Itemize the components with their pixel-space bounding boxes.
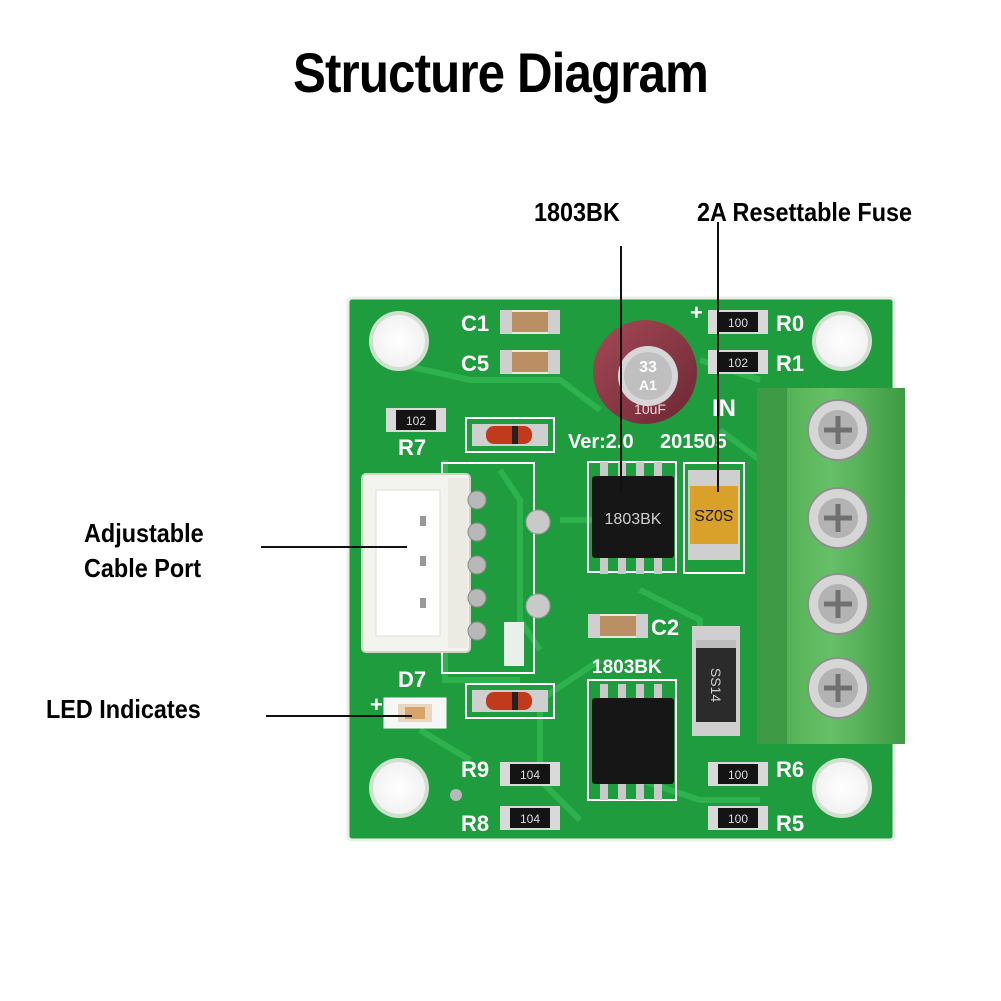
capacitor-c1	[500, 310, 560, 334]
callout-led-line	[266, 715, 412, 717]
ic-top-mark: 1803BK	[605, 511, 662, 528]
glass-diode-bottom	[472, 690, 548, 712]
capacitor-c2	[588, 614, 648, 638]
callout-chip-line	[620, 246, 622, 492]
mounting-holes	[369, 311, 872, 818]
smd-parts: 100 102 102 104 104 100 100	[383, 310, 768, 830]
r8-mark: 104	[520, 812, 540, 826]
page-title: Structure Diagram	[292, 41, 709, 104]
r5-mark: 100	[728, 812, 748, 826]
r6-mark: 100	[728, 768, 748, 782]
cap-mark-top: 33	[639, 359, 657, 376]
silk-version: Ver:2.0	[568, 431, 634, 453]
silk-d7: D7	[398, 667, 426, 692]
silk-r6: R6	[776, 757, 804, 782]
fuse-mark: S02S	[694, 506, 733, 523]
silk-r8: R8	[461, 811, 489, 836]
diode-mark: SS14	[708, 668, 724, 702]
r9-mark: 104	[520, 768, 540, 782]
resistor-r6: 100	[708, 762, 768, 786]
callout-fuse-line	[717, 222, 719, 492]
r1-mark: 102	[728, 356, 748, 370]
ic-bottom	[592, 684, 674, 800]
silk-in: IN	[712, 395, 736, 422]
resettable-fuse: S02S	[688, 470, 740, 560]
callout-fuse-label: 2A Resettable Fuse	[697, 197, 913, 227]
glass-diode-top	[472, 424, 548, 446]
silk-plus-led: +	[370, 692, 383, 717]
schottky-diode-ss14: SS14	[692, 626, 740, 736]
silk-r0: R0	[776, 311, 804, 336]
resistor-r5: 100	[708, 806, 768, 830]
silk-c1: C1	[461, 311, 489, 336]
callout-chip-label: 1803BK	[534, 197, 620, 227]
r7-mark: 102	[406, 414, 426, 428]
electrolytic-capacitor: 33 A1 10uF	[593, 320, 697, 424]
callout-led-label: LED Indicates	[46, 694, 201, 724]
silk-c5: C5	[461, 351, 489, 376]
silk-plus-top: +	[690, 300, 703, 325]
led-d7	[383, 697, 447, 729]
ic-1803bk-top: 1803BK	[592, 462, 674, 574]
silk-c2: C2	[651, 615, 679, 640]
screw-terminal-block	[757, 388, 905, 744]
silk-r5: R5	[776, 811, 804, 836]
callout-cable-port-label-1: Adjustable	[84, 518, 204, 548]
silk-r9: R9	[461, 757, 489, 782]
cable-port-connector	[361, 473, 487, 653]
capacitor-c5	[500, 350, 560, 374]
cap-mark-bottom: 10uF	[634, 401, 666, 417]
callout-cable-port-label-2: Cable Port	[84, 553, 202, 583]
silk-r1: R1	[776, 351, 804, 376]
silk-date: 201505	[660, 431, 727, 453]
silk-r7: R7	[398, 435, 426, 460]
resistor-r9: 104	[500, 762, 560, 786]
resistor-r8: 104	[500, 806, 560, 830]
callout-cable-port-line	[261, 546, 407, 548]
r0-mark: 100	[728, 316, 748, 330]
silk-chip-mark-bottom: 1803BK	[592, 657, 662, 678]
resistor-r7: 102	[386, 408, 446, 432]
cap-mark-mid: A1	[639, 377, 657, 393]
